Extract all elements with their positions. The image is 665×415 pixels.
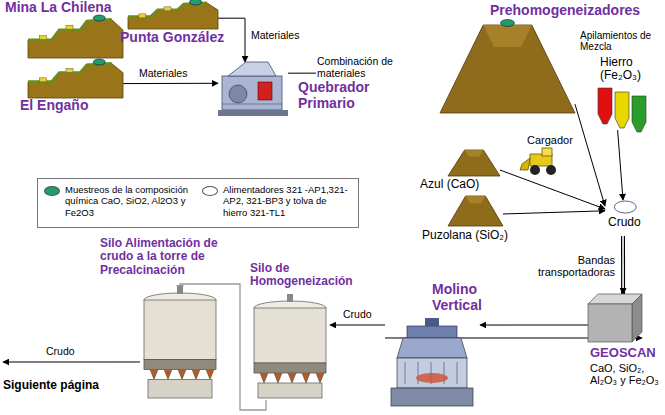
legend-text: Alimentadores 321 -AP1,321-AP2, 321-BP3 … <box>223 184 352 218</box>
equipment-label: Cargador <box>527 134 573 146</box>
node-outline <box>448 196 503 226</box>
node-title: Molino Vertical <box>432 282 507 313</box>
flow-arrow <box>123 83 218 84</box>
node-title: Prehomogeneizadores <box>490 3 660 19</box>
iron-hopper <box>598 88 646 132</box>
connector-group <box>500 170 605 209</box>
connector-group <box>618 130 623 200</box>
node-title: Puzolana (SiO₂) <box>422 229 532 242</box>
connector-group <box>623 236 624 294</box>
connector-group <box>3 361 140 362</box>
node-outline <box>448 150 500 176</box>
crusher-illustration: Quebrador Primario <box>218 62 288 118</box>
node-outline <box>128 2 218 29</box>
flow-arrow <box>3 361 140 362</box>
silo: Silo de Homogeneización <box>250 300 330 400</box>
node-title: Siguiente página <box>3 379 118 392</box>
connector-group <box>123 83 218 84</box>
node-title: Azul (CaO) <box>420 178 520 191</box>
stockpile: Puzolana (SiO₂) <box>448 196 503 226</box>
flow-arrow <box>500 170 605 209</box>
analyzer-box: GEOSCANCaO, SiO₂, Al₂O₃ y Fe₂O₃ <box>588 294 642 342</box>
flow-arrow <box>618 130 623 200</box>
legend-swatch <box>44 186 60 196</box>
connector-group <box>330 325 385 326</box>
node-outline <box>140 292 220 400</box>
connector-group <box>480 325 588 326</box>
node-title: GEOSCAN <box>590 346 662 361</box>
flow-arrow <box>503 211 605 214</box>
node-outline <box>28 62 123 98</box>
crusher-illustration <box>218 62 288 116</box>
node-title: Punta González <box>120 30 235 46</box>
connector-group <box>503 211 605 214</box>
node-title: Mina La Chilena <box>5 0 165 16</box>
edge-label: Crudo <box>45 346 87 358</box>
legend-box: Muestreos de la composición química CaO,… <box>37 178 359 228</box>
quarry-illustration: Mina La Chilena <box>28 18 123 58</box>
page-link: Siguiente página <box>3 355 118 397</box>
node-outline <box>440 25 575 113</box>
belt-outer <box>621 236 625 294</box>
node-title: Quebrador Primario <box>298 80 393 111</box>
node-outline <box>588 294 642 342</box>
edge-label: Materiales <box>250 30 322 42</box>
node-subtext: CaO, SiO₂, Al₂O₃ y Fe₂O₃ <box>590 362 662 387</box>
raw-meal-oval: Crudo <box>605 200 650 236</box>
vertical-mill: Molino Vertical <box>385 318 480 408</box>
legend-swatch <box>202 186 218 196</box>
vertical-mill <box>391 318 473 406</box>
edge-label: Bandas transportadoras <box>528 254 616 279</box>
stockpile <box>440 20 575 114</box>
node-subtext: Apilamientos de Mezcla <box>580 30 656 52</box>
quarry-illustration <box>128 0 218 29</box>
node-outline <box>218 62 288 118</box>
node-title: Hierro (Fe₂O₃) <box>600 56 660 83</box>
node-title: Silo Alimentación de crudo a la torre de… <box>100 237 250 277</box>
silo <box>254 294 326 398</box>
node-outline <box>250 300 330 400</box>
loader-illustration <box>520 148 556 175</box>
quarry-illustration <box>28 15 123 58</box>
node-title: El Engaño <box>20 98 130 114</box>
quarry-illustration <box>28 59 123 98</box>
node-outline <box>28 18 123 58</box>
quarry-illustration: Punta González <box>128 2 218 29</box>
node-title: Crudo <box>608 216 652 229</box>
flow-arrow <box>330 325 385 326</box>
silo: Silo Alimentación de crudo a la torre de… <box>140 292 220 400</box>
flow-arrow <box>623 236 624 294</box>
analyzer-box <box>588 294 642 342</box>
legend-row: Alimentadores 321 -AP1,321-AP2, 321-BP3 … <box>202 184 352 222</box>
legend-text: Muestreos de la composición química CaO,… <box>65 184 194 218</box>
flow-arrow <box>480 325 588 326</box>
node-outline <box>385 318 480 408</box>
edge-label: Combinación de materiales <box>316 56 443 80</box>
legend-row: Muestreos de la composición química CaO,… <box>44 184 194 222</box>
stockpile <box>448 150 500 176</box>
silo <box>144 286 216 398</box>
edge-label: Materiales <box>138 68 210 80</box>
stockpile <box>448 196 503 226</box>
belt-gap <box>622 236 624 294</box>
node-title: Silo de Homogeneización <box>250 262 362 289</box>
raw-meal-oval <box>614 201 636 213</box>
stockpile: Azul (CaO) <box>448 150 500 176</box>
stockpile: PrehomogeneizadoresApilamientos de Mezcl… <box>440 25 575 113</box>
quarry-illustration: El Engaño <box>28 62 123 98</box>
node-outline <box>596 88 650 130</box>
belt-arrowhead <box>623 236 624 294</box>
iron-hopper: Hierro (Fe₂O₃) <box>596 88 650 130</box>
edge-label: Crudo <box>342 309 384 321</box>
